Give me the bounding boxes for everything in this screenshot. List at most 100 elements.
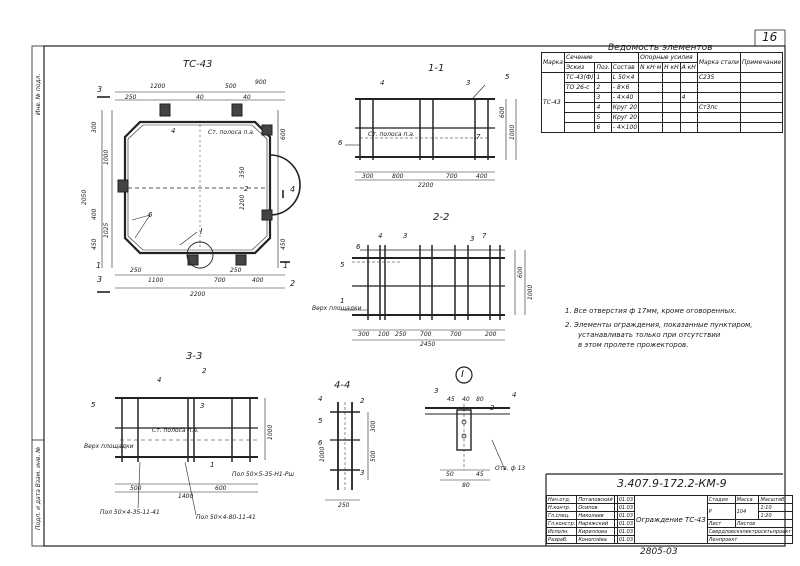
- tb-date: 01.03: [616, 527, 636, 536]
- s22-label: 3: [403, 232, 408, 240]
- spec-cell: L 50×4: [610, 72, 640, 83]
- spec-header: Марка: [541, 52, 565, 73]
- s33-dim: 600: [215, 485, 227, 492]
- plan-dim: 600: [280, 128, 287, 140]
- spec-header: Марка стали: [696, 52, 741, 73]
- section-1-1-title: 1-1: [428, 63, 445, 74]
- s44-label: 5: [318, 417, 323, 425]
- spec-header: Сечение: [563, 52, 640, 63]
- s22-label: 4: [378, 232, 383, 240]
- node-I-dim: 45: [476, 471, 484, 478]
- tb-stage: Р: [706, 503, 736, 520]
- plan-dim: 450: [280, 238, 287, 250]
- s22-dim: 300: [358, 331, 370, 338]
- tb-sheet-label: Лист: [706, 519, 736, 528]
- table-row: ТС-43 ТС-43(Ф) 1 L 50×4 С235: [541, 72, 784, 133]
- s22-label: 7: [482, 232, 487, 240]
- plan-dim: 350: [239, 166, 246, 178]
- plan-view: [97, 91, 301, 293]
- plan-label: 2: [244, 185, 249, 193]
- plan-dim: 1200: [239, 194, 246, 210]
- plan-dim: 1200: [150, 83, 166, 90]
- s33-top-platform: Верх площадки: [84, 443, 134, 450]
- node-I-hole: Отв. ф 13: [495, 465, 526, 472]
- tb-person: Коноплёва: [576, 535, 615, 544]
- plan-dim: 300: [91, 121, 98, 133]
- tb-scale: 1:20: [758, 511, 794, 520]
- plan-dim: 400: [252, 277, 264, 284]
- node-I-label: 3: [434, 387, 439, 395]
- section-mark-3: 3: [97, 275, 103, 284]
- tb-person: Кириллова: [576, 527, 615, 536]
- table-row: 3 - 4×40 4: [542, 92, 784, 103]
- section-mark-3: 3: [97, 85, 103, 94]
- s33-dim: 500: [130, 485, 142, 492]
- plan-dim: 450: [91, 238, 98, 250]
- s22-dim: 250: [395, 331, 407, 338]
- s22-dim: 600: [517, 266, 524, 278]
- tb-org: Свердловскэлектросетьпроект: [706, 527, 794, 536]
- tb-mass: 104: [734, 503, 760, 520]
- spec-header: N кН·м: [638, 62, 664, 73]
- s22-dim: 1000: [527, 284, 534, 300]
- node-I-dim: 45: [447, 396, 455, 403]
- table-row: 4 Круг 20 Ст3пс: [542, 102, 784, 113]
- spec-header: H кН: [662, 62, 681, 73]
- plan-dim: 2050: [81, 189, 88, 205]
- left-strip-bottom-label: Подп. и дата Взам. инв. №: [35, 446, 42, 530]
- s22-top-platform: Верх площадки: [312, 305, 362, 312]
- section-1-1-view: [345, 84, 517, 181]
- spec-cell: 5: [594, 112, 612, 123]
- section-2-2-title: 2-2: [433, 212, 450, 223]
- tb-person: Николаев: [576, 511, 615, 520]
- section-4-4-view: [325, 402, 369, 501]
- spec-cell: ТС-43(Ф): [563, 72, 596, 83]
- spec-header: A кН: [679, 62, 698, 73]
- node-I-dim: 80: [476, 396, 484, 403]
- s11-dim: 300: [362, 173, 374, 180]
- tb-date: 01.03: [616, 535, 636, 544]
- tb-role: Н.контр.: [545, 503, 578, 512]
- note-line: 1. Все отверстия ф 17мм, кроме оговоренн…: [565, 307, 737, 315]
- tb-person: Осипов: [576, 503, 615, 512]
- tb-date: 01.03: [616, 495, 636, 504]
- s22-dim: 700: [450, 331, 462, 338]
- s33-dim: 1000: [267, 424, 274, 440]
- spec-header: Примечание: [739, 52, 784, 73]
- spec-cell: С235: [696, 72, 741, 83]
- s22-label: 3: [470, 235, 475, 243]
- s22-dim: 2450: [420, 341, 436, 348]
- s11-label: 6: [338, 139, 343, 147]
- spec-header: Поз.: [594, 62, 612, 73]
- spec-cell: 2: [594, 82, 612, 93]
- s44-dim: 1000: [319, 446, 326, 462]
- tb-sheets-label: Листов: [734, 519, 794, 528]
- s44-dim: 300: [370, 420, 377, 432]
- spec-mark: ТС-43: [541, 72, 565, 133]
- s11-dim: 1000: [509, 124, 516, 140]
- s33-label: 2: [202, 367, 207, 375]
- s11-strip: Ст. полоса п.а.: [368, 131, 415, 138]
- tb-person: Наряжский: [576, 519, 615, 528]
- spec-cell: Ст3пс: [696, 102, 741, 113]
- plan-dim: 250: [125, 94, 137, 101]
- left-strip: [31, 45, 45, 547]
- spec-cell: Круг 20: [610, 112, 640, 123]
- spec-header: Состав: [610, 62, 640, 73]
- section-4-4-title: 4-4: [334, 380, 351, 391]
- section-mark-1: 1: [96, 261, 102, 270]
- spec-cell: 3: [594, 92, 612, 103]
- s22-label: 1: [340, 297, 345, 305]
- section-mark-1: 1: [283, 261, 289, 270]
- node-I-label: 4: [512, 391, 517, 399]
- node-I-title: I: [461, 369, 464, 380]
- s11-label: 7: [476, 133, 481, 141]
- note-line: 2. Элементы ограждения, показанные пункт…: [565, 321, 753, 329]
- s11-dim: 400: [476, 173, 488, 180]
- tb-org2: Ленпроект: [706, 535, 794, 544]
- tb-date: 01.03: [616, 511, 636, 520]
- spec-cell: [563, 122, 596, 133]
- s11-dim: 2200: [418, 182, 434, 189]
- section-2-2-view: [340, 245, 526, 341]
